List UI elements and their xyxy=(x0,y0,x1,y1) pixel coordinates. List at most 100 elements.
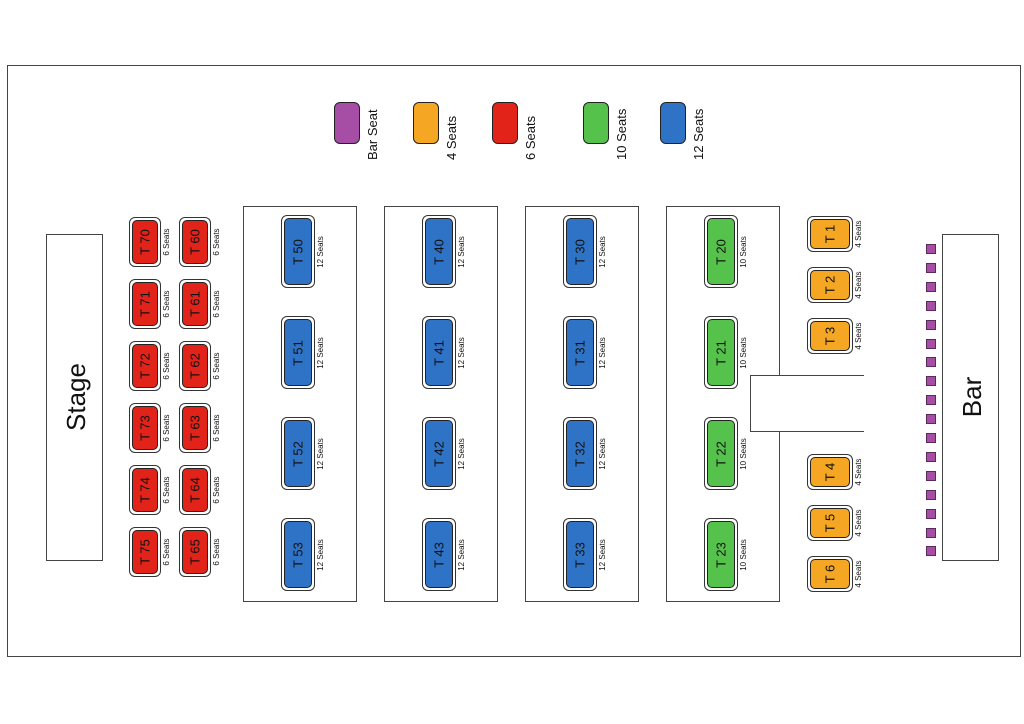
table-top: T 40 xyxy=(425,218,453,285)
table-t53[interactable]: T 53 xyxy=(281,518,315,591)
seat-count-label: 12 Seats xyxy=(316,235,325,268)
table-t71[interactable]: T 71 xyxy=(129,279,161,329)
legend-swatch xyxy=(583,102,609,144)
seat-count-label: 12 Seats xyxy=(598,437,607,470)
table-t40[interactable]: T 40 xyxy=(422,215,456,288)
table-top: T 43 xyxy=(425,521,453,588)
table-t42[interactable]: T 42 xyxy=(422,417,456,490)
table-top: T 70 xyxy=(132,220,158,264)
bar-seat xyxy=(926,281,936,292)
table-t32[interactable]: T 32 xyxy=(563,417,597,490)
table-name: T 20 xyxy=(713,238,729,265)
seat-count-label: 6 Seats xyxy=(212,352,221,380)
seat-count-label: 6 Seats xyxy=(162,414,171,442)
table-t30[interactable]: T 30 xyxy=(563,215,597,288)
seat-count-label: 4 Seats xyxy=(854,560,863,588)
stage: Stage xyxy=(46,234,103,561)
table-t23[interactable]: T 23 xyxy=(704,518,738,591)
table-top: T 65 xyxy=(182,530,208,574)
legend-swatch xyxy=(413,102,439,144)
table-name: T 2 xyxy=(822,275,838,295)
seat-count-label: 12 Seats xyxy=(598,336,607,369)
table-t4[interactable]: T 4 xyxy=(807,454,853,490)
table-name: T 74 xyxy=(137,477,153,503)
table-t6[interactable]: T 6 xyxy=(807,556,853,592)
table-name: T 61 xyxy=(187,291,203,317)
table-t65[interactable]: T 65 xyxy=(179,527,211,577)
table-t75[interactable]: T 75 xyxy=(129,527,161,577)
legend-label: 6 Seats xyxy=(523,115,538,160)
table-t5[interactable]: T 5 xyxy=(807,505,853,541)
bar-seat xyxy=(926,338,936,349)
bar-seat xyxy=(926,527,936,538)
table-t50[interactable]: T 50 xyxy=(281,215,315,288)
table-top: T 72 xyxy=(132,344,158,388)
table-top: T 63 xyxy=(182,406,208,450)
table-t73[interactable]: T 73 xyxy=(129,403,161,453)
table-name: T 62 xyxy=(187,353,203,379)
table-t33[interactable]: T 33 xyxy=(563,518,597,591)
table-t72[interactable]: T 72 xyxy=(129,341,161,391)
legend-label: Bar Seat xyxy=(365,109,380,160)
table-t1[interactable]: T 1 xyxy=(807,216,853,252)
seat-count-label: 10 Seats xyxy=(739,538,748,571)
table-top: T 5 xyxy=(810,508,850,538)
table-t2[interactable]: T 2 xyxy=(807,267,853,303)
table-t70[interactable]: T 70 xyxy=(129,217,161,267)
table-name: T 43 xyxy=(431,541,447,568)
table-top: T 32 xyxy=(566,420,594,487)
table-name: T 22 xyxy=(713,440,729,467)
table-top: T 6 xyxy=(810,559,850,589)
table-name: T 1 xyxy=(822,224,838,244)
table-top: T 41 xyxy=(425,319,453,386)
table-t21[interactable]: T 21 xyxy=(704,316,738,389)
bar-seat xyxy=(926,546,936,557)
table-name: T 73 xyxy=(137,415,153,441)
legend-label: 12 Seats xyxy=(691,108,706,160)
legend-label: 4 Seats xyxy=(444,115,459,160)
table-name: T 6 xyxy=(822,564,838,584)
seat-count-label: 6 Seats xyxy=(212,476,221,504)
table-name: T 51 xyxy=(290,339,306,366)
table-t51[interactable]: T 51 xyxy=(281,316,315,389)
bar-seat xyxy=(926,244,936,254)
legend-swatch xyxy=(334,102,360,144)
bar-seat xyxy=(926,414,936,425)
table-name: T 64 xyxy=(187,477,203,503)
bar-seat xyxy=(926,451,936,462)
table-t63[interactable]: T 63 xyxy=(179,403,211,453)
legend-swatch xyxy=(492,102,518,144)
table-t3[interactable]: T 3 xyxy=(807,318,853,354)
table-name: T 33 xyxy=(572,541,588,568)
seat-count-label: 12 Seats xyxy=(457,235,466,268)
table-top: T 21 xyxy=(707,319,735,386)
table-top: T 73 xyxy=(132,406,158,450)
table-top: T 74 xyxy=(132,468,158,512)
table-t52[interactable]: T 52 xyxy=(281,417,315,490)
table-name: T 30 xyxy=(572,238,588,265)
table-t31[interactable]: T 31 xyxy=(563,316,597,389)
table-name: T 72 xyxy=(137,353,153,379)
table-top: T 60 xyxy=(182,220,208,264)
table-t20[interactable]: T 20 xyxy=(704,215,738,288)
seat-count-label: 6 Seats xyxy=(212,228,221,256)
table-name: T 63 xyxy=(187,415,203,441)
table-t62[interactable]: T 62 xyxy=(179,341,211,391)
table-name: T 5 xyxy=(822,513,838,533)
table-name: T 75 xyxy=(137,539,153,565)
table-t60[interactable]: T 60 xyxy=(179,217,211,267)
table-top: T 61 xyxy=(182,282,208,326)
table-t64[interactable]: T 64 xyxy=(179,465,211,515)
table-t61[interactable]: T 61 xyxy=(179,279,211,329)
table-t41[interactable]: T 41 xyxy=(422,316,456,389)
table-t43[interactable]: T 43 xyxy=(422,518,456,591)
table-name: T 60 xyxy=(187,229,203,255)
table-t22[interactable]: T 22 xyxy=(704,417,738,490)
table-name: T 70 xyxy=(137,229,153,255)
bar-seat xyxy=(926,376,936,387)
seat-count-label: 12 Seats xyxy=(316,437,325,470)
seat-count-label: 12 Seats xyxy=(457,336,466,369)
table-top: T 52 xyxy=(284,420,312,487)
table-t74[interactable]: T 74 xyxy=(129,465,161,515)
bar-seat xyxy=(926,508,936,519)
